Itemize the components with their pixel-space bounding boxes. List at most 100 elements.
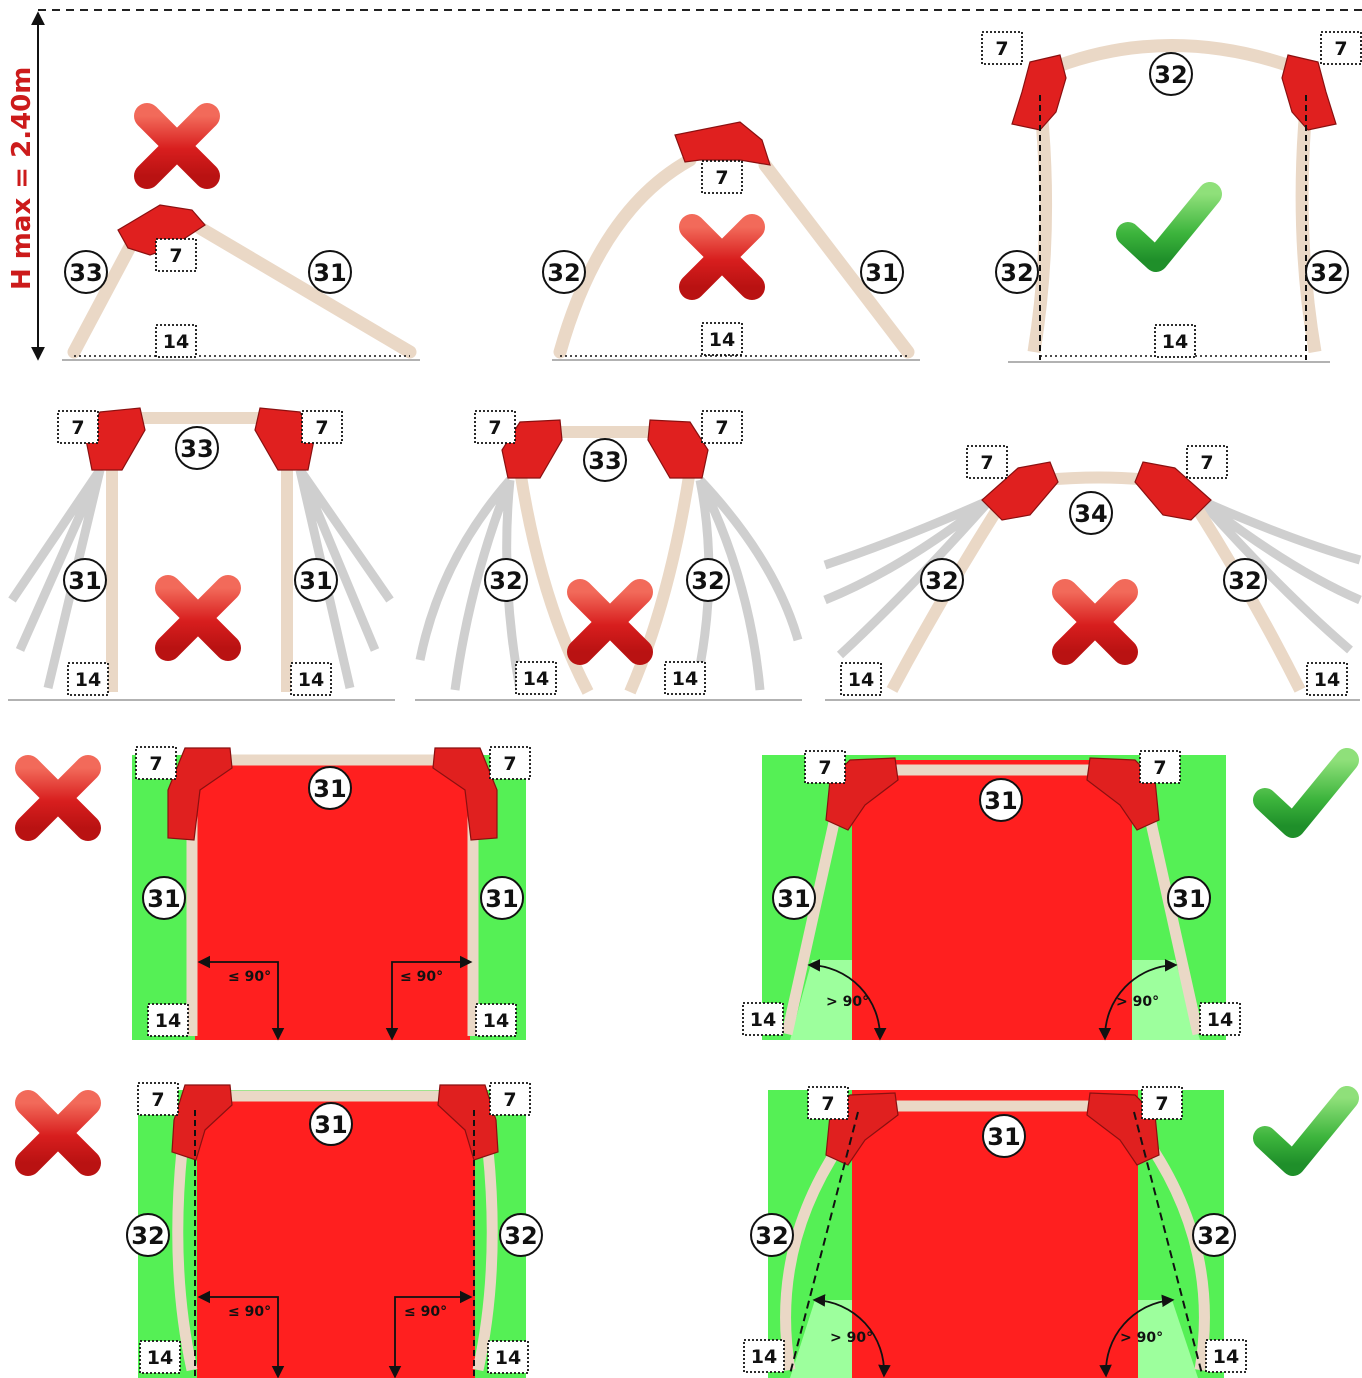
connector-7-right (1281, 54, 1337, 131)
red-zone (852, 760, 1132, 1040)
part-number-7: 7 (1334, 38, 1347, 60)
part-number-32: 32 (755, 1222, 788, 1250)
angle-label-left: ≤ 90° (228, 1304, 271, 1320)
part-circle-33: 33 (583, 438, 627, 482)
part-number-14: 14 (495, 1347, 521, 1369)
part-number-7: 7 (818, 757, 831, 779)
connector-7-right (437, 1084, 499, 1161)
angle-label-right: ≤ 90° (404, 1304, 447, 1320)
angle-label-right: > 90° (1120, 1330, 1163, 1346)
connector-7 (117, 204, 206, 256)
part-number-31: 31 (147, 885, 180, 913)
part-number-7: 7 (503, 1089, 516, 1111)
connector-7-left (1011, 54, 1067, 131)
part-number-32: 32 (1154, 61, 1187, 89)
connector-7-right (1086, 1092, 1160, 1166)
part-number-14: 14 (1213, 1346, 1239, 1368)
part-number-7: 7 (821, 1093, 834, 1115)
wrong-x-icon (168, 588, 228, 648)
pole-32 (553, 153, 697, 359)
part-circle-32: 32 (1305, 250, 1349, 294)
correct-check-icon (1128, 194, 1210, 260)
part-circle-31: 31 (772, 876, 816, 920)
angle-arc-left (812, 1294, 891, 1378)
part-box-14: 14 (743, 1339, 785, 1373)
pole-31 (758, 158, 915, 359)
part-box-7: 7 (135, 746, 177, 780)
part-number-32: 32 (1310, 259, 1343, 287)
part-circle-32: 32 (995, 250, 1039, 294)
angle-arrow-right (388, 1290, 473, 1378)
part-circle-33: 33 (175, 426, 219, 470)
part-number-7: 7 (71, 417, 84, 439)
part-circle-31: 31 (294, 558, 338, 602)
correct-check-icon (1265, 1098, 1347, 1164)
part-number-33: 33 (69, 259, 102, 287)
part-number-32: 32 (691, 567, 724, 595)
part-box-7: 7 (807, 1086, 849, 1120)
angle-label-left: > 90° (830, 1330, 873, 1346)
part-box-14: 14 (1154, 324, 1196, 358)
pole-34-top (1044, 471, 1151, 486)
part-circle-31: 31 (480, 876, 524, 920)
pole-32-top (1055, 39, 1293, 73)
part-number-32: 32 (489, 567, 522, 595)
part-box-14: 14 (147, 1003, 189, 1037)
part-box-7: 7 (966, 445, 1008, 479)
part-circle-34: 34 (1069, 491, 1113, 535)
wrong-x-icon (147, 116, 207, 176)
part-number-14: 14 (155, 1010, 181, 1032)
panel-row4-right: > 90° > 90° (768, 1090, 1347, 1378)
pole-32-right (1295, 119, 1322, 354)
correct-check-icon (1265, 760, 1347, 826)
wrong-x-icon (580, 592, 640, 652)
diagonal-dashed-left (789, 1111, 859, 1375)
part-circle-31: 31 (308, 250, 352, 294)
part-box-14: 14 (139, 1340, 181, 1374)
pole-32-right (624, 469, 696, 695)
part-number-32: 32 (1197, 1222, 1230, 1250)
part-circle-31: 31 (979, 778, 1023, 822)
part-number-7: 7 (715, 417, 728, 439)
part-number-33: 33 (588, 447, 621, 475)
part-box-14: 14 (67, 662, 109, 696)
panel-row2-middle (415, 419, 803, 701)
connector-7-right (1134, 461, 1212, 521)
panel-row2-left (8, 407, 395, 701)
part-number-14: 14 (750, 1009, 776, 1031)
part-box-14: 14 (487, 1340, 529, 1374)
part-circle-31: 31 (142, 876, 186, 920)
part-box-7: 7 (701, 160, 743, 194)
part-circle-32: 32 (1149, 52, 1193, 96)
part-number-31: 31 (68, 567, 101, 595)
max-height-label: H max = 2.40m (7, 67, 37, 290)
part-number-31: 31 (777, 885, 810, 913)
part-circle-32: 32 (542, 250, 586, 294)
part-box-7: 7 (57, 410, 99, 444)
pole-31-right (1144, 816, 1204, 1036)
part-number-14: 14 (751, 1346, 777, 1368)
panel-row3-right: > 90° > 90° (762, 755, 1347, 1041)
part-number-32: 32 (504, 1222, 537, 1250)
part-number-33: 33 (180, 435, 213, 463)
part-number-31: 31 (987, 1123, 1020, 1151)
part-box-14: 14 (1205, 1339, 1247, 1373)
part-number-31: 31 (313, 259, 346, 287)
connector-7-left (167, 747, 233, 841)
panel-row2-right (823, 461, 1362, 701)
connector-7-right (432, 747, 498, 841)
part-number-7: 7 (980, 452, 993, 474)
angle-label-left: > 90° (826, 994, 869, 1010)
part-number-14: 14 (163, 331, 189, 353)
part-box-7: 7 (489, 1082, 531, 1116)
part-circle-31: 31 (63, 558, 107, 602)
wrong-x-icon (692, 227, 752, 287)
part-box-14: 14 (701, 322, 743, 356)
part-number-32: 32 (547, 259, 580, 287)
ghost-poles-right (1196, 495, 1362, 654)
connector-7-left (501, 419, 563, 479)
part-circle-33: 33 (64, 250, 108, 294)
part-number-14: 14 (848, 669, 874, 691)
part-box-14: 14 (1199, 1002, 1241, 1036)
part-box-7: 7 (301, 410, 343, 444)
